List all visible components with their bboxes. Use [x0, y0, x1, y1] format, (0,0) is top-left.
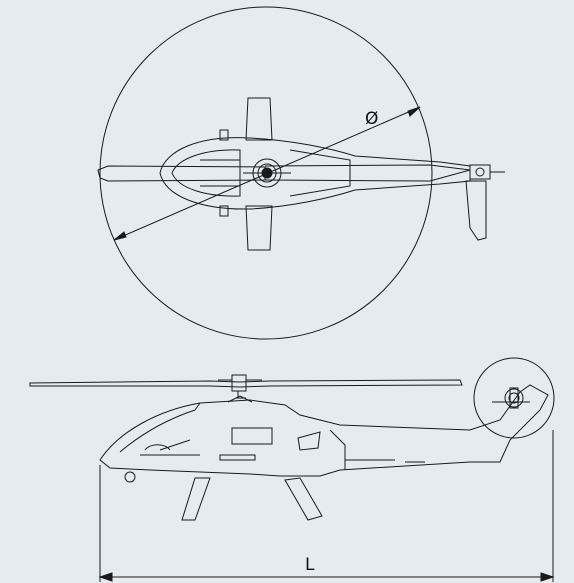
side-skid-rear — [284, 477, 323, 521]
rotor-disc-circle — [99, 6, 433, 340]
side-tail-rotor — [492, 387, 530, 409]
rotor-diameter-label: Ø — [365, 109, 378, 129]
top-skid-lower — [245, 205, 273, 251]
top-skid-upper — [245, 97, 273, 141]
side-rotor-head — [218, 374, 262, 403]
side-fuselage — [99, 384, 549, 477]
tail-rotor-detail-circle — [473, 357, 555, 439]
length-label: L — [305, 555, 315, 575]
top-rotor-hub — [243, 158, 291, 188]
side-skid-front — [181, 477, 211, 521]
top-fuselage — [159, 137, 471, 210]
nose-sensor — [124, 471, 136, 483]
top-view — [97, 6, 505, 340]
length-dimension — [98, 572, 555, 582]
side-view — [29, 357, 555, 582]
top-tail-rotor — [465, 164, 505, 241]
side-rotor-blade — [29, 379, 463, 388]
